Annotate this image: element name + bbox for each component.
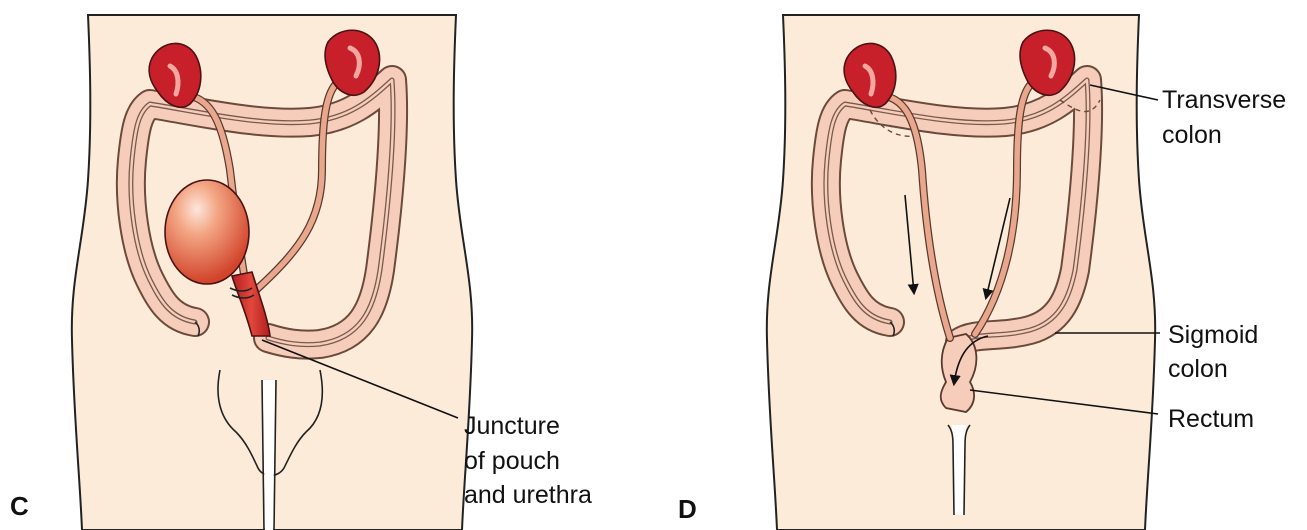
ureters-d bbox=[881, 78, 1037, 342]
urethra-c bbox=[261, 379, 277, 530]
rectum-label: Rectum bbox=[1168, 405, 1254, 433]
transverse-label-line1: Transverse bbox=[1162, 86, 1286, 114]
flow-arrow-left bbox=[904, 194, 919, 296]
flow-arrows bbox=[904, 194, 1011, 387]
panel-c: Juncture of pouch and urethra C bbox=[10, 14, 592, 530]
anal-canal bbox=[952, 425, 966, 515]
rectum-shape bbox=[939, 333, 978, 413]
transverse-label-line2: colon bbox=[1162, 121, 1222, 149]
rectum-leader-line bbox=[969, 389, 1159, 415]
panel-letter-d: D bbox=[678, 494, 697, 524]
sigmoid-label-line2: colon bbox=[1168, 355, 1228, 383]
anal-canal-outline bbox=[947, 424, 971, 516]
flow-arrow-right bbox=[982, 197, 1011, 301]
flow-arrow-rectum bbox=[949, 335, 989, 387]
transverse-leader-line bbox=[1089, 84, 1159, 101]
kidney-right-d bbox=[1019, 29, 1076, 96]
juncture-leader-line bbox=[261, 339, 459, 419]
panel-letter-c: C bbox=[10, 491, 29, 521]
sigmoid-label-line1: Sigmoid bbox=[1168, 321, 1258, 349]
pouch-neck bbox=[230, 271, 271, 337]
kidneys-d bbox=[843, 29, 1076, 108]
panel-d: Transverse colon Sigmoid colon Rectum D bbox=[678, 14, 1286, 530]
juncture-label-line3: and urethra bbox=[464, 481, 592, 509]
urethra-fill-c bbox=[263, 380, 275, 530]
colon-c bbox=[115, 65, 409, 360]
juncture-label-line2: of pouch bbox=[464, 447, 560, 475]
pouch-body bbox=[164, 179, 250, 285]
colon-d bbox=[810, 65, 1104, 357]
ileal-pouch bbox=[164, 179, 271, 337]
kidney-right-c bbox=[324, 29, 381, 96]
juncture-label-line1: Juncture bbox=[464, 412, 560, 440]
ureters-c bbox=[186, 78, 342, 309]
kidneys-c bbox=[148, 29, 381, 108]
